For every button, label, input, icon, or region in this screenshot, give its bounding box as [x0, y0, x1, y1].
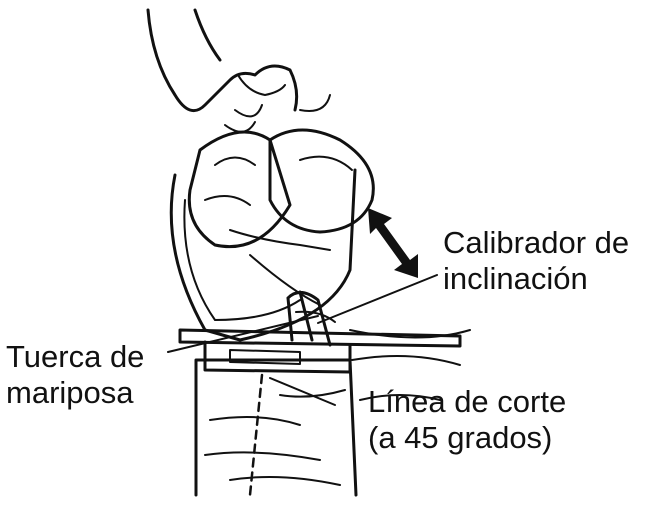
leader-bevel-gauge	[317, 274, 438, 324]
cut-line-label-line1: Línea de corte	[368, 384, 567, 419]
base-plate	[178, 328, 462, 374]
cut-line-label-line2: (a 45 grados)	[368, 420, 553, 455]
tilt-arrow-icon	[368, 208, 418, 278]
bevel-gauge-label-line1: Calibrador de	[443, 225, 630, 260]
cut-line-dashed	[248, 373, 264, 497]
bevel-gauge-label: Calibrador de inclinación	[443, 225, 629, 297]
bevel-gauge-label-line2: inclinación	[443, 261, 588, 296]
leader-lines	[167, 274, 438, 406]
cut-line-label: Línea de corte (a 45 grados)	[368, 384, 566, 456]
wing-nut-label-line1: Tuerca de	[6, 339, 145, 374]
leader-wing-nut	[167, 315, 319, 353]
hand-icon	[146, 8, 331, 133]
wing-nut-label: Tuerca de mariposa	[6, 339, 144, 411]
leader-cut-line	[269, 377, 336, 406]
circular-saw-icon	[169, 128, 375, 347]
wing-nut-label-line2: mariposa	[6, 375, 134, 410]
